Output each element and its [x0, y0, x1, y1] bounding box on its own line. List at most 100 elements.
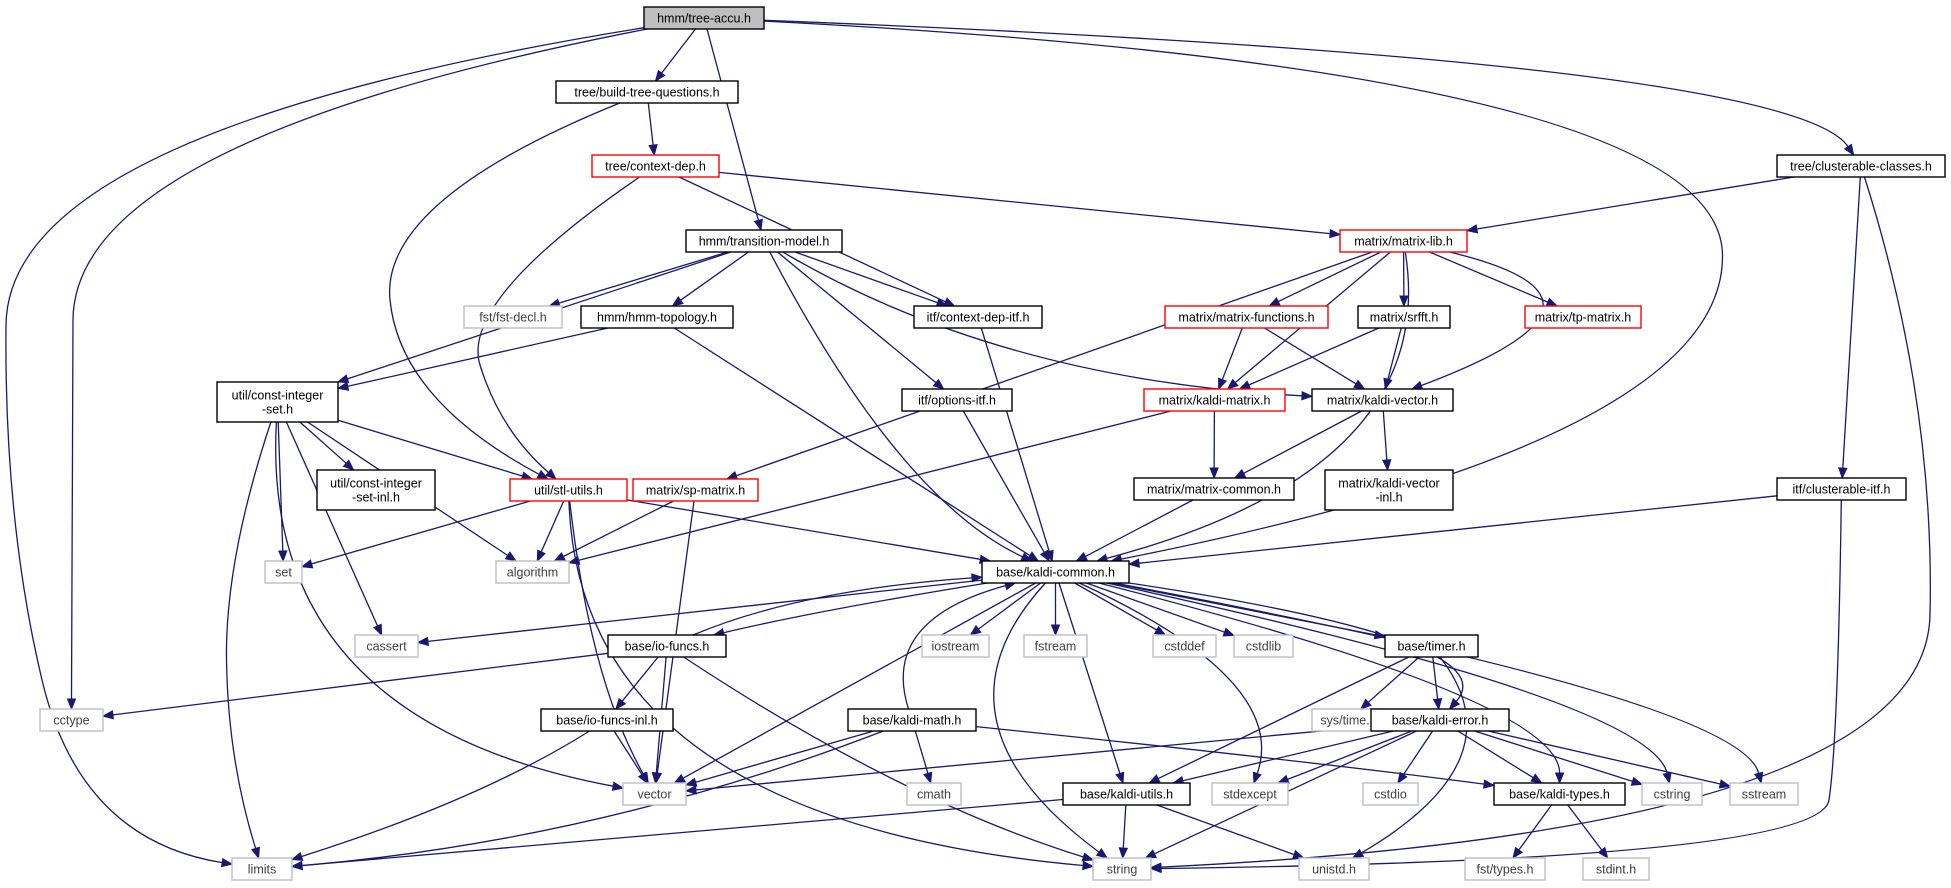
- node-fst-types: fst/types.h: [1464, 857, 1546, 881]
- node-kaldi-common[interactable]: base/kaldi-common.h: [981, 560, 1130, 584]
- node-label: hmm/hmm-topology.h: [597, 311, 717, 325]
- node-label: tree/build-tree-questions.h: [574, 86, 719, 100]
- edge-arrowhead: [1222, 627, 1236, 637]
- edge-arrowhead: [553, 552, 566, 562]
- node-box: [1133, 477, 1295, 501]
- node-io-funcs[interactable]: base/io-funcs.h: [607, 634, 727, 658]
- node-box: [685, 229, 843, 253]
- node-kaldi-math[interactable]: base/kaldi-math.h: [847, 708, 977, 732]
- edge-line: [1402, 730, 1434, 776]
- node-label: iostream: [932, 640, 980, 654]
- node-const-integer-set-inl[interactable]: util/const-integer-set-inl.h: [316, 469, 436, 511]
- edge-line: [563, 500, 674, 558]
- edge-arrowhead: [753, 218, 763, 232]
- node-build-tree-questions[interactable]: tree/build-tree-questions.h: [555, 80, 739, 104]
- edge-arrowhead: [1351, 848, 1365, 859]
- edge-arrowhead: [673, 773, 686, 784]
- node-kaldi-types[interactable]: base/kaldi-types.h: [1493, 782, 1626, 806]
- node-label: fst/fst-decl.h: [479, 311, 546, 325]
- node-clusterable-classes[interactable]: tree/clusterable-classes.h: [1776, 154, 1946, 178]
- node-kaldi-matrix[interactable]: matrix/kaldi-matrix.h: [1143, 388, 1286, 412]
- edge-kaldi-error-to-cstring: [1474, 730, 1644, 786]
- edge-line: [1842, 176, 1861, 469]
- edge-kaldi-error-to-stdexcept: [1276, 730, 1413, 784]
- node-transition-model[interactable]: hmm/transition-model.h: [685, 229, 843, 253]
- edge-arrowhead: [637, 771, 649, 785]
- node-box: [580, 305, 734, 329]
- node-box: [1311, 388, 1454, 412]
- node-kaldi-utils[interactable]: base/kaldi-utils.h: [1062, 782, 1191, 806]
- edge-arrowhead: [651, 772, 662, 785]
- edge-arrowhead: [1115, 771, 1125, 785]
- edge-arrowhead: [101, 710, 114, 720]
- node-iostream: iostream: [921, 634, 990, 658]
- edge-line: [647, 102, 654, 146]
- node-tp-matrix[interactable]: matrix/tp-matrix.h: [1524, 305, 1642, 329]
- edge-kaldi-error-to-cstdio: [1397, 730, 1434, 785]
- edge-kaldi-common-to-iostream: [969, 582, 1041, 636]
- edge-line: [1114, 582, 1760, 774]
- edge-arrowhead: [1082, 860, 1095, 871]
- node-matrix-common[interactable]: matrix/matrix-common.h: [1133, 477, 1295, 501]
- node-srfft[interactable]: matrix/srfft.h: [1357, 305, 1451, 329]
- edge-arrowhead: [1483, 779, 1496, 789]
- node-stdexcept: stdexcept: [1211, 782, 1289, 806]
- edge-io-funcs-to-string: [683, 656, 1095, 862]
- node-context-dep[interactable]: tree/context-dep.h: [591, 154, 720, 178]
- edge-line: [975, 725, 1485, 785]
- edge-line: [477, 176, 640, 473]
- edge-arrowhead: [504, 551, 518, 562]
- node-matrix-lib[interactable]: matrix/matrix-lib.h: [1339, 229, 1468, 253]
- node-tree-accu[interactable]: hmm/tree-accu.h: [643, 6, 765, 30]
- node-kaldi-vector-inl[interactable]: matrix/kaldi-vector-inl.h: [1324, 469, 1454, 511]
- node-label: base/kaldi-math.h: [863, 714, 962, 728]
- edge-arrowhead: [336, 374, 350, 384]
- edge-arrowhead: [66, 698, 77, 711]
- edge-arrowhead: [1252, 771, 1262, 785]
- node-cstdio: cstdio: [1362, 782, 1419, 806]
- node-vector: vector: [622, 782, 687, 806]
- node-label: base/kaldi-error.h: [1392, 714, 1489, 728]
- node-box: [1776, 154, 1946, 178]
- node-box: [540, 708, 674, 732]
- edge-arrowhead: [536, 549, 546, 563]
- node-label: vector: [637, 788, 671, 802]
- node-io-funcs-inl[interactable]: base/io-funcs-inl.h: [540, 708, 674, 732]
- node-box: [316, 469, 436, 511]
- node-timer[interactable]: base/timer.h: [1384, 634, 1479, 658]
- node-label: matrix/srfft.h: [1370, 311, 1439, 325]
- edge-layer: [5, 19, 1931, 874]
- node-box: [1062, 782, 1191, 806]
- node-matrix-functions[interactable]: matrix/matrix-functions.h: [1164, 305, 1329, 329]
- edge-tree-accu-to-transition-model: [706, 28, 763, 232]
- edge-arrowhead: [336, 381, 350, 391]
- edge-arrowhead: [278, 550, 288, 563]
- edge-kaldi-utils-to-unistd: [1156, 804, 1305, 859]
- edge-hmm-topology-to-const-integer-set: [336, 327, 609, 391]
- edge-line: [5, 27, 645, 864]
- node-box: [921, 634, 990, 658]
- edge-line: [680, 251, 749, 301]
- node-hmm-topology[interactable]: hmm/hmm-topology.h: [580, 305, 734, 329]
- edge-line: [769, 251, 1023, 558]
- node-context-dep-itf[interactable]: itf/context-dep-itf.h: [913, 305, 1043, 329]
- edge-line: [1106, 582, 1668, 774]
- node-box: [632, 478, 759, 502]
- node-label: matrix/matrix-common.h: [1147, 483, 1281, 497]
- edge-tree-accu-to-build-tree-questions: [654, 28, 697, 83]
- node-options-itf[interactable]: itf/options-itf.h: [901, 388, 1013, 412]
- node-kaldi-error[interactable]: base/kaldi-error.h: [1370, 708, 1510, 732]
- edge-line: [301, 730, 590, 858]
- edge-kaldi-common-to-cstddef: [1074, 582, 1167, 636]
- edge-build-tree-questions-to-context-dep: [647, 102, 658, 157]
- edge-arrowhead: [1147, 774, 1161, 784]
- node-sp-matrix[interactable]: matrix/sp-matrix.h: [632, 478, 759, 502]
- node-kaldi-vector[interactable]: matrix/kaldi-vector.h: [1311, 388, 1454, 412]
- node-clusterable-itf[interactable]: itf/clusterable-itf.h: [1776, 477, 1907, 501]
- edge-const-integer-set-to-limits: [225, 421, 272, 860]
- edge-arrowhead: [971, 573, 984, 583]
- edge-kaldi-error-to-vector: [684, 725, 1372, 795]
- node-const-integer-set[interactable]: util/const-integer-set.h: [216, 381, 339, 423]
- node-stl-utils[interactable]: util/stl-utils.h: [509, 478, 628, 502]
- node-label: unistd.h: [1312, 863, 1356, 877]
